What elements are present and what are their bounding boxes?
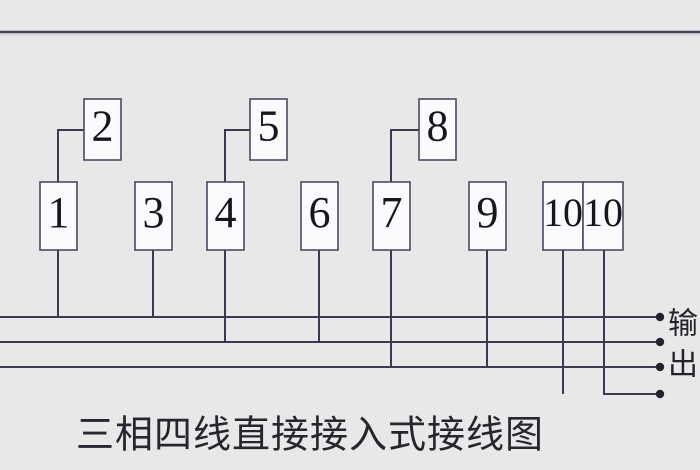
terminal-3[interactable]: 3 bbox=[134, 181, 173, 251]
terminal-10a-label: 10 bbox=[543, 190, 583, 235]
terminal-4-label: 4 bbox=[215, 188, 237, 237]
connection-dot bbox=[655, 312, 665, 322]
terminal-7-label: 7 bbox=[381, 188, 403, 237]
terminal-5[interactable]: 5 bbox=[249, 98, 288, 161]
terminal-7[interactable]: 7 bbox=[372, 181, 411, 251]
connection-dot bbox=[655, 362, 665, 372]
terminal-10b-label: 10 bbox=[583, 190, 623, 235]
drop-7 bbox=[0, 250, 392, 368]
terminal-9-box[interactable] bbox=[468, 181, 507, 251]
drop-9 bbox=[486, 250, 660, 368]
connection-dot bbox=[655, 337, 665, 347]
terminal-8[interactable]: 8 bbox=[418, 98, 457, 161]
terminal-3-label: 3 bbox=[143, 188, 165, 237]
terminal-8-label: 8 bbox=[427, 102, 449, 151]
terminal-drop-wires bbox=[0, 250, 660, 395]
terminal-10a-box[interactable] bbox=[542, 181, 584, 251]
terminal-3-box[interactable] bbox=[134, 181, 173, 251]
terminal-bridge-links bbox=[57, 129, 419, 182]
drop-1 bbox=[0, 250, 59, 318]
terminal-10b-box[interactable] bbox=[582, 181, 624, 251]
connection-dots bbox=[655, 312, 665, 399]
terminal-10a[interactable]: 10 bbox=[542, 181, 584, 251]
drop-10b bbox=[603, 250, 660, 395]
bridge-2-1 bbox=[57, 129, 84, 182]
terminal-9[interactable]: 9 bbox=[468, 181, 507, 251]
output-label-chu: 出 bbox=[668, 348, 698, 383]
bridge-5-4 bbox=[224, 129, 250, 182]
terminal-6[interactable]: 6 bbox=[300, 181, 339, 251]
terminal-1[interactable]: 1 bbox=[39, 181, 78, 251]
top-rule bbox=[0, 30, 700, 36]
drop-6 bbox=[318, 250, 660, 343]
terminal-1-label: 1 bbox=[48, 188, 70, 237]
drop-3 bbox=[152, 250, 660, 318]
output-label-shu: 输 bbox=[668, 307, 698, 342]
terminal-6-label: 6 bbox=[309, 188, 331, 237]
terminal-5-box[interactable] bbox=[249, 98, 288, 161]
drop-4 bbox=[0, 250, 226, 343]
terminal-5-label: 5 bbox=[258, 102, 280, 151]
terminal-9-label: 9 bbox=[477, 188, 499, 237]
terminal-10b[interactable]: 10 bbox=[582, 181, 624, 251]
terminal-2-label: 2 bbox=[92, 102, 114, 151]
terminal-2-box[interactable] bbox=[83, 98, 122, 161]
output-labels: 输出 bbox=[668, 307, 698, 383]
diagram-caption: 三相四线直接接入式接线图 bbox=[76, 413, 544, 457]
terminal-4-box[interactable] bbox=[206, 181, 245, 251]
terminal-6-box[interactable] bbox=[300, 181, 339, 251]
terminal-4[interactable]: 4 bbox=[206, 181, 245, 251]
terminal-1-box[interactable] bbox=[39, 181, 78, 251]
terminal-2[interactable]: 2 bbox=[83, 98, 122, 161]
terminal-7-box[interactable] bbox=[372, 181, 411, 251]
bridge-8-7 bbox=[390, 129, 419, 182]
terminal-8-box[interactable] bbox=[418, 98, 457, 161]
connection-dot bbox=[655, 389, 665, 399]
